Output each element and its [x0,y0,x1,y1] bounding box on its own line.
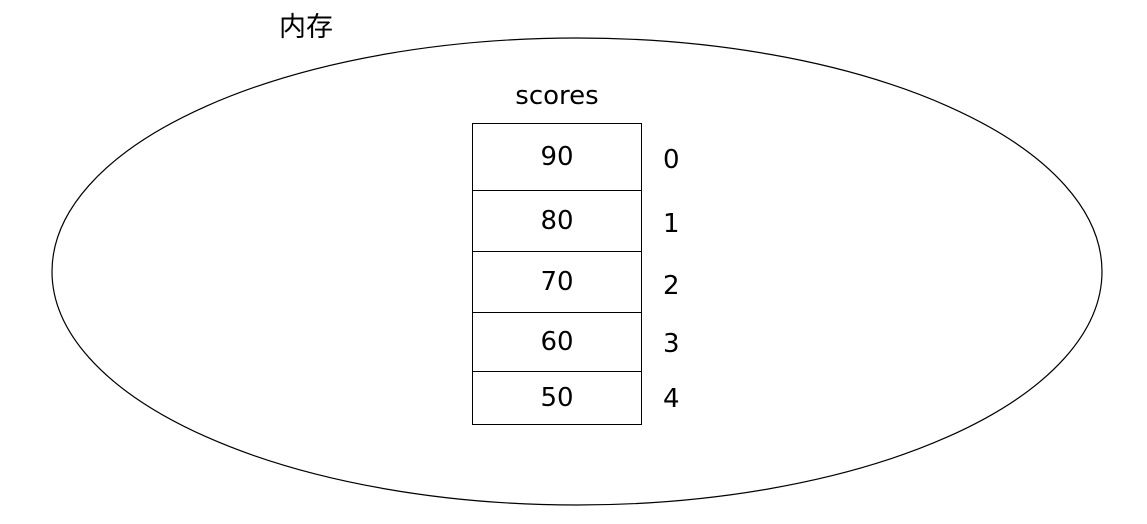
array-cell: 80 [473,191,641,252]
array-index-label: 1 [663,209,680,239]
array-cell: 50 [540,383,574,413]
array-index-label: 3 [663,329,680,359]
array-index-label: 2 [663,271,680,301]
array-cell: 70 [473,252,641,313]
array-cell: 60 [473,313,641,372]
array-cell: 90 [473,124,641,191]
array-index-label: 0 [663,145,680,175]
memory-region-label: 内存 [279,12,333,43]
array-index-label: 4 [663,384,680,414]
array-table: 90 80 70 60 50 [472,123,642,425]
array-name-label: scores [515,81,599,111]
